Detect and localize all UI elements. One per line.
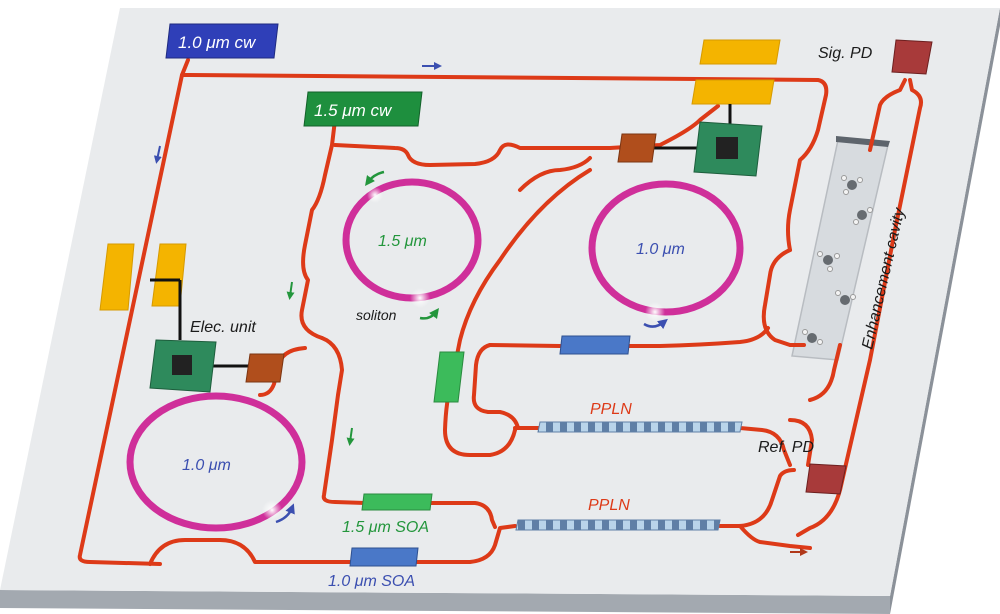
microring-1p0um-left bbox=[126, 392, 306, 532]
waveguide-1um-bus bbox=[180, 58, 829, 252]
arrow-icon bbox=[346, 427, 355, 446]
waveguide-sig-feed-left bbox=[868, 78, 907, 152]
glow-ring-1p0-left bbox=[262, 500, 282, 520]
waveguide-to-amp-top bbox=[488, 343, 562, 348]
glow-ring-1p5-top bbox=[367, 187, 383, 203]
label-elec-unit: Elec. unit bbox=[190, 319, 256, 336]
microring-1p0um-right bbox=[588, 180, 744, 316]
arrow-icon bbox=[153, 145, 162, 164]
waveguide-bottom-out bbox=[738, 524, 812, 550]
electrodes bbox=[99, 39, 781, 311]
chip-platform-side bbox=[0, 590, 890, 614]
waveguide-amp-top-out bbox=[626, 326, 770, 348]
curved-arrow-icon bbox=[364, 170, 385, 186]
arrow-icon bbox=[286, 281, 295, 300]
methane-molecule-icon bbox=[817, 251, 840, 272]
label-ppln-bottom: PPLN bbox=[588, 497, 630, 514]
electronic-control-chips bbox=[149, 104, 763, 393]
waveguide-1p5-down bbox=[320, 336, 367, 505]
phase-shifter-top bbox=[617, 133, 657, 163]
glow-ring-1p5 bbox=[410, 288, 430, 308]
methane-molecule-icon bbox=[853, 207, 873, 225]
ppln-top bbox=[537, 421, 743, 433]
waveguide-amp-top-in bbox=[471, 343, 520, 430]
modulator-top-blue bbox=[559, 335, 631, 355]
laser-1p5um-cw bbox=[303, 91, 423, 127]
curved-arrow-icon bbox=[275, 503, 295, 524]
electrode-left-1 bbox=[99, 243, 135, 311]
waveguide-after-ppln-bottom bbox=[718, 468, 796, 528]
modulator-vertical-green bbox=[433, 351, 465, 403]
waveguide-right-col bbox=[761, 248, 806, 347]
waveguide-to-soa1 bbox=[408, 524, 517, 564]
cavity-mirror-top bbox=[836, 136, 890, 147]
ppln-bottom bbox=[515, 519, 721, 531]
methane-molecule-icon bbox=[802, 329, 823, 345]
label-sig-pd: Sig. PD bbox=[818, 45, 873, 62]
label-soa-1p5: 1.5 μm SOA bbox=[342, 519, 429, 536]
waveguide-bottom-coupler bbox=[148, 538, 362, 566]
soa-1p5um bbox=[361, 493, 433, 511]
label-laser-1um: 1.0 μm cw bbox=[178, 33, 257, 52]
label-ring-1p5: 1.5 μm bbox=[378, 233, 427, 250]
label-ref-pd: Ref. PD bbox=[758, 439, 814, 456]
electrode-top-2 bbox=[691, 79, 775, 105]
waveguide-sig-feed-right bbox=[796, 78, 923, 537]
label-soa-1p0: 1.0 μm SOA bbox=[328, 573, 415, 590]
curved-arrow-icon bbox=[643, 318, 668, 330]
soa-1p0um bbox=[349, 547, 419, 567]
waveguide-1p5um bbox=[299, 118, 337, 340]
chip-platform-side-right bbox=[890, 8, 1000, 614]
label-laser-1p5um: 1.5 μm cw bbox=[314, 101, 393, 120]
waveguide-to-sig-pd bbox=[808, 343, 842, 402]
phase-shifter-left bbox=[245, 353, 285, 383]
waveguide-cross-upper bbox=[518, 156, 592, 192]
label-soliton: soliton bbox=[356, 307, 397, 323]
reference-photodetector bbox=[805, 463, 847, 495]
waveguide-left-bus bbox=[77, 73, 184, 566]
waveguide-1p5-top bbox=[333, 142, 612, 167]
waveguide-soa2-out bbox=[428, 501, 497, 529]
label-ring-1p0-right: 1.0 μm bbox=[636, 241, 685, 258]
glow-ring-1p0-right bbox=[645, 302, 665, 322]
label-ppln-top: PPLN bbox=[590, 401, 632, 418]
electrode-top-1 bbox=[699, 39, 781, 65]
label-ring-1p0-left: 1.0 μm bbox=[182, 457, 231, 474]
methane-molecule-icon bbox=[835, 290, 856, 305]
laser-1um-cw bbox=[165, 23, 279, 59]
methane-molecule-icon bbox=[841, 175, 863, 195]
signal-photodetector bbox=[891, 39, 933, 75]
waveguide-ppln-top-out bbox=[738, 426, 792, 467]
curved-arrow-icon bbox=[419, 308, 440, 320]
waveguide-upper-right bbox=[608, 104, 720, 150]
waveguide-ref-feed bbox=[788, 418, 814, 467]
